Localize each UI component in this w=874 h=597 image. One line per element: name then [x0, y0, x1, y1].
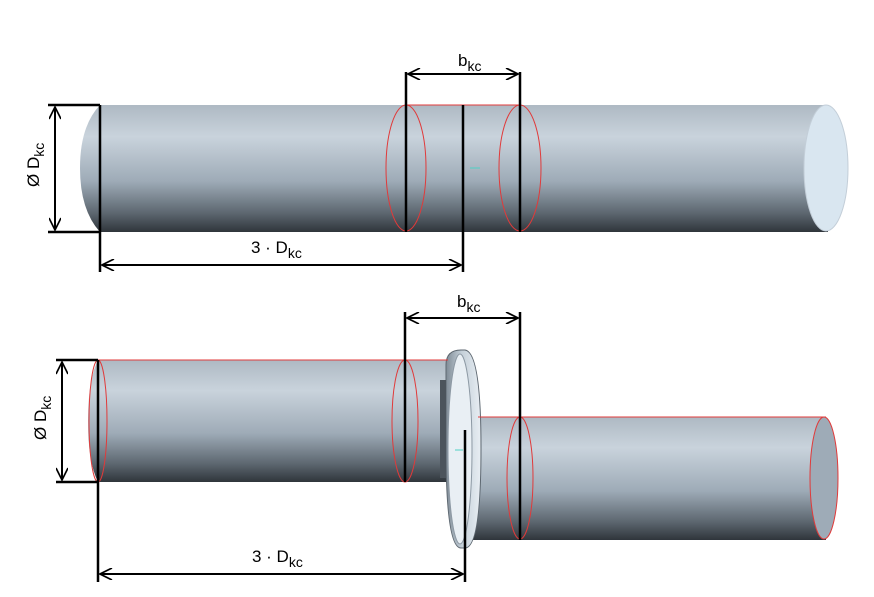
- bottom-collar-face: [447, 353, 473, 545]
- bottom-shaft-diagram: Ø Dkc bkc 3 · Dkc: [31, 292, 839, 582]
- bottom-width-label: bkc: [457, 292, 480, 315]
- bottom-right-shaft-end: [809, 416, 839, 540]
- top-shaft-end-face: [803, 104, 849, 232]
- bottom-right-shaft-body: [465, 417, 826, 540]
- top-length-label: 3 · Dkc: [251, 238, 302, 261]
- top-shaft-diagram: Ø Dkc bkc 3 · Dkc: [24, 51, 849, 272]
- bottom-diameter-label: Ø Dkc: [31, 396, 54, 440]
- bottom-length-label: 3 · Dkc: [252, 547, 303, 570]
- top-diameter-label: Ø Dkc: [24, 143, 47, 187]
- bottom-left-shaft-body: [88, 360, 452, 482]
- top-width-label: bkc: [458, 51, 481, 74]
- top-shaft-body: [80, 105, 828, 232]
- bottom-collar-shadow: [440, 380, 446, 478]
